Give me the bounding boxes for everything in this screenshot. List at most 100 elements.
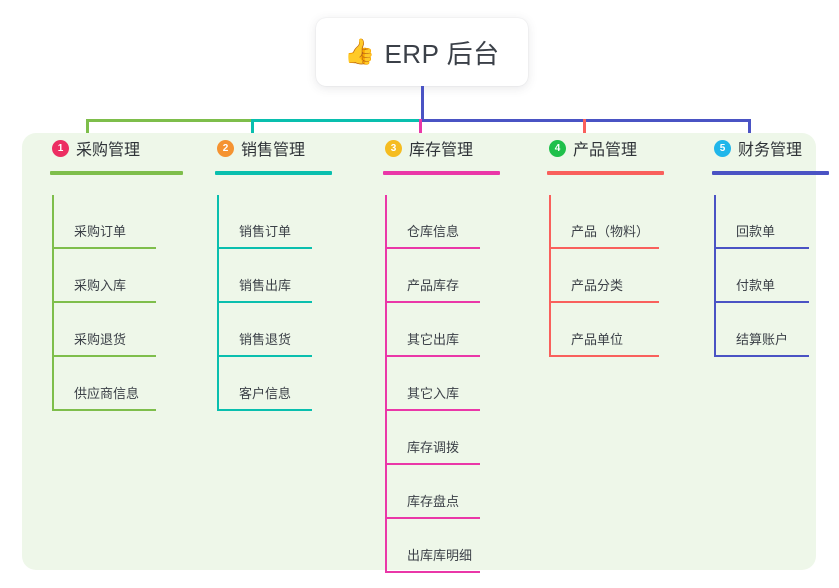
menu-item-label: 库存盘点 (407, 494, 460, 509)
connector-bus-segment-1 (86, 119, 254, 122)
menu-item-underline (217, 409, 312, 411)
menu-item-underline (217, 355, 312, 357)
menu-item-underline (385, 517, 480, 519)
menu-item-underline (714, 301, 809, 303)
menu-item-label: 产品分类 (571, 278, 624, 293)
connector-root-drop (421, 86, 424, 122)
category-title: 库存管理 (409, 142, 474, 159)
menu-item[interactable]: 产品（物料） (549, 195, 659, 249)
menu-item-underline (385, 247, 480, 249)
menu-item-underline (52, 301, 156, 303)
menu-item[interactable]: 采购订单 (52, 195, 156, 249)
menu-item-label: 付款单 (736, 278, 776, 293)
menu-item-underline (52, 247, 156, 249)
menu-item-underline (52, 409, 156, 411)
menu-item-underline (549, 301, 659, 303)
menu-item[interactable]: 产品分类 (549, 249, 659, 303)
menu-item-label: 产品库存 (407, 278, 460, 293)
category-header-产品管理[interactable]: 4 产品管理 (533, 133, 637, 163)
menu-item[interactable]: 付款单 (714, 249, 809, 303)
category-number-badge: 4 (549, 139, 566, 157)
menu-item-underline (549, 355, 659, 357)
menu-item[interactable]: 供应商信息 (52, 357, 156, 411)
menu-item-label: 客户信息 (239, 386, 292, 401)
category-spine (385, 195, 387, 573)
menu-item-label: 出库库明细 (407, 548, 473, 563)
menu-item-label: 库存调拨 (407, 440, 460, 455)
menu-item[interactable]: 出库库明细 (385, 519, 480, 573)
menu-item-underline (52, 355, 156, 357)
menu-item-underline (217, 247, 312, 249)
menu-item[interactable]: 销售订单 (217, 195, 312, 249)
menu-item[interactable]: 销售退货 (217, 303, 312, 357)
menu-item-label: 其它入库 (407, 386, 460, 401)
category-underline (50, 171, 183, 175)
category-header-财务管理[interactable]: 5 财务管理 (698, 133, 802, 163)
menu-item-label: 采购退货 (74, 332, 127, 347)
menu-item[interactable]: 库存调拨 (385, 411, 480, 465)
menu-item[interactable]: 产品单位 (549, 303, 659, 357)
category-title: 采购管理 (76, 142, 141, 159)
category-spine (714, 195, 716, 357)
category-number-badge: 2 (217, 139, 234, 157)
category-column-1: 1 采购管理采购订单采购入库采购退货供应商信息 (36, 133, 183, 411)
menu-item-label: 采购订单 (74, 224, 127, 239)
menu-item-label: 供应商信息 (74, 386, 140, 401)
thumbs-up-icon: 👍 (344, 37, 376, 66)
category-header-销售管理[interactable]: 2 销售管理 (201, 133, 305, 163)
menu-item[interactable]: 销售出库 (217, 249, 312, 303)
menu-item-label: 其它出库 (407, 332, 460, 347)
category-title: 财务管理 (738, 142, 803, 159)
category-column-4: 4 产品管理产品（物料） 产品分类产品单位 (533, 133, 664, 357)
menu-item-label: 结算账户 (736, 332, 789, 347)
menu-item[interactable]: 其它出库 (385, 303, 480, 357)
menu-item-underline (385, 409, 480, 411)
menu-item-label: 采购入库 (74, 278, 127, 293)
menu-item-underline (385, 571, 480, 573)
menu-item-label: 产品（物料） (571, 224, 650, 239)
menu-item-underline (385, 301, 480, 303)
category-column-5: 5 财务管理回款单付款单结算账户 (698, 133, 829, 357)
menu-item-underline (549, 247, 659, 249)
categories-panel: 1 采购管理采购订单采购入库采购退货供应商信息 2 销售管理销售订单销售出库销售退货客… (22, 133, 829, 573)
category-number-badge: 1 (52, 139, 69, 157)
category-spine (217, 195, 219, 411)
root-title: ERP 后台 (384, 38, 500, 69)
menu-item-label: 销售订单 (239, 224, 292, 239)
category-column-2: 2 销售管理销售订单销售出库销售退货客户信息 (201, 133, 332, 411)
menu-item-label: 销售出库 (239, 278, 292, 293)
menu-item-label: 产品单位 (571, 332, 624, 347)
category-underline (383, 171, 500, 175)
menu-item[interactable]: 采购退货 (52, 303, 156, 357)
category-title: 销售管理 (241, 142, 306, 159)
category-spine (549, 195, 551, 357)
menu-item[interactable]: 其它入库 (385, 357, 480, 411)
category-underline (215, 171, 332, 175)
menu-item[interactable]: 回款单 (714, 195, 809, 249)
category-header-采购管理[interactable]: 1 采购管理 (36, 133, 140, 163)
menu-item-underline (714, 247, 809, 249)
menu-item-label: 销售退货 (239, 332, 292, 347)
category-underline (547, 171, 664, 175)
menu-item[interactable]: 结算账户 (714, 303, 809, 357)
menu-item[interactable]: 产品库存 (385, 249, 480, 303)
category-header-库存管理[interactable]: 3 库存管理 (369, 133, 473, 163)
menu-item[interactable]: 库存盘点 (385, 465, 480, 519)
menu-item-underline (217, 301, 312, 303)
menu-item-label: 仓库信息 (407, 224, 460, 239)
menu-item-underline (385, 355, 480, 357)
root-node-card[interactable]: 👍 ERP 后台 (316, 18, 528, 86)
menu-item[interactable]: 仓库信息 (385, 195, 480, 249)
menu-item-underline (385, 463, 480, 465)
root-node-content: 👍 ERP 后台 (344, 34, 499, 71)
category-column-3: 3 库存管理仓库信息产品库存其它出库其它入库库存调拨库存盘点出库库明细 (369, 133, 500, 573)
category-spine (52, 195, 54, 411)
menu-item-underline (714, 355, 809, 357)
category-underline (712, 171, 829, 175)
menu-item[interactable]: 客户信息 (217, 357, 312, 411)
category-title: 产品管理 (573, 142, 638, 159)
category-number-badge: 3 (385, 139, 402, 157)
menu-item[interactable]: 采购入库 (52, 249, 156, 303)
category-number-badge: 5 (714, 139, 731, 157)
